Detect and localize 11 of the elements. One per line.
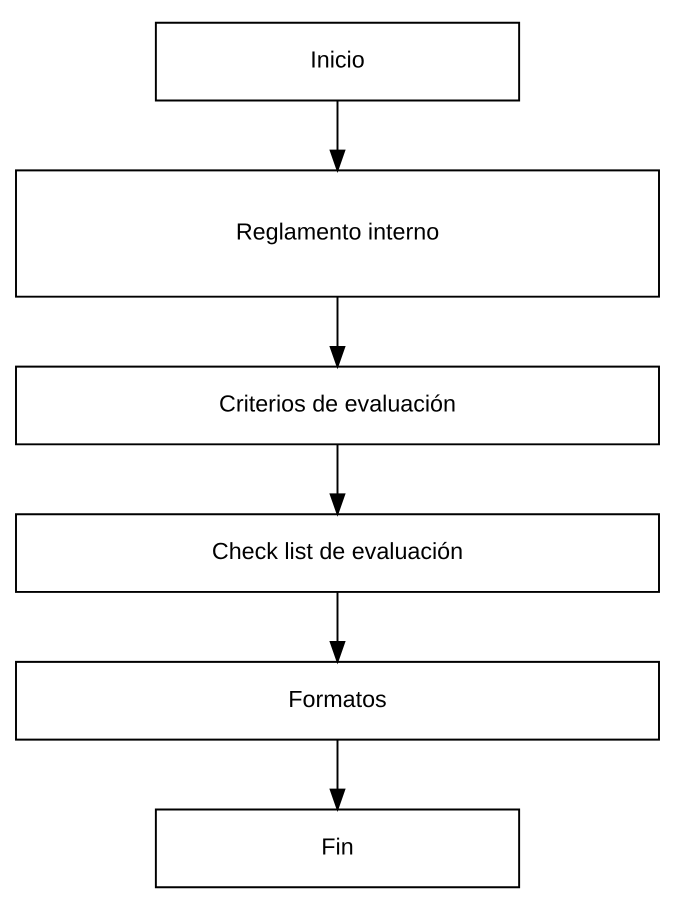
node-box: Formatos bbox=[15, 660, 660, 740]
arrow bbox=[329, 444, 346, 516]
arrow bbox=[329, 100, 346, 172]
arrow bbox=[329, 592, 346, 664]
arrow bbox=[329, 739, 346, 812]
node-box: Inicio bbox=[154, 21, 520, 101]
arrow bbox=[329, 296, 346, 369]
node-box: Reglamento interno bbox=[15, 168, 660, 298]
node-box: Check list de evaluación bbox=[15, 512, 660, 592]
node-box: Fin bbox=[154, 808, 520, 888]
node-box: Criterios de evaluación bbox=[15, 365, 660, 445]
